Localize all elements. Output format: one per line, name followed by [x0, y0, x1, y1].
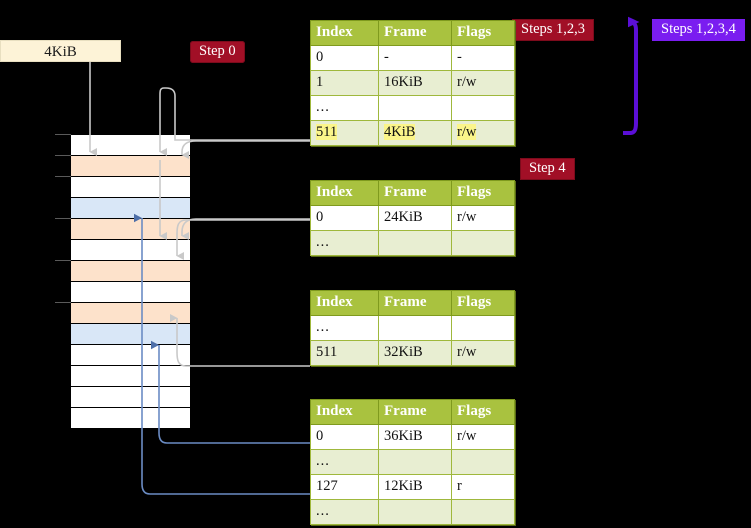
- memory-frame-row: [70, 176, 191, 198]
- table-cell: [378, 95, 452, 121]
- badge-steps-123: Steps 1,2,3: [512, 19, 595, 41]
- wire-l0-hook: [181, 140, 310, 159]
- memory-frame-row: [70, 344, 191, 366]
- table-row: ...: [310, 95, 515, 121]
- column-header: Index: [310, 20, 379, 46]
- column-header: Flags: [451, 180, 515, 206]
- memory-frame-row: [70, 365, 191, 387]
- table-cell: 24KiB: [378, 205, 452, 231]
- table-cell: 36KiB: [378, 424, 452, 450]
- wire-l2-to-memory: [170, 314, 310, 367]
- table-cell: -: [378, 45, 452, 71]
- column-header: Index: [310, 399, 379, 425]
- table-cell: [378, 230, 452, 256]
- memory-frame-tick: [55, 218, 71, 219]
- memory-frame-row: [70, 260, 191, 282]
- table-cell: 511: [310, 340, 379, 366]
- memory-frame-row: [70, 323, 191, 345]
- table-cell: [451, 449, 515, 475]
- wire-l1-to-memory: [181, 218, 310, 240]
- table-cell: 0: [310, 45, 379, 71]
- table-cell: 511: [310, 120, 379, 146]
- badge-steps-1234: Steps 1,2,3,4: [652, 19, 745, 41]
- table-cell: ...: [310, 499, 379, 525]
- table-cell: 32KiB: [378, 340, 452, 366]
- table-cell: 0: [310, 205, 379, 231]
- column-header: Index: [310, 180, 379, 206]
- table-cell: [378, 315, 452, 341]
- table-cell: ...: [310, 449, 379, 475]
- table-cell: r/w: [451, 205, 515, 231]
- memory-frame-row: [70, 386, 191, 408]
- table-cell: [451, 230, 515, 256]
- table-row: ...: [310, 499, 515, 525]
- table-cell: r/w: [451, 70, 515, 96]
- table-row: ...: [310, 315, 515, 341]
- memory-frame-row: [70, 407, 191, 429]
- column-header: Index: [310, 290, 379, 316]
- table-row: ...: [310, 449, 515, 475]
- table-cell: 127: [310, 474, 379, 500]
- column-header: Flags: [451, 20, 515, 46]
- steps-bracket-arrow: [623, 16, 640, 135]
- physical-memory-column: [55, 134, 191, 429]
- table-cell: [378, 449, 452, 475]
- memory-frame-tick: [55, 176, 71, 177]
- table-cell: 4KiB: [378, 120, 452, 146]
- table-cell: ...: [310, 230, 379, 256]
- table-cell: r: [451, 474, 515, 500]
- column-header: Frame: [378, 20, 452, 46]
- table-cell: r/w: [451, 120, 515, 146]
- table-cell: r/w: [451, 340, 515, 366]
- memory-frame-row: [70, 155, 191, 177]
- table-cell: -: [451, 45, 515, 71]
- table-cell: 0: [310, 424, 379, 450]
- table-cell: 1: [310, 70, 379, 96]
- column-header: Frame: [378, 399, 452, 425]
- memory-frame-row: [70, 302, 191, 324]
- table-cell: 12KiB: [378, 474, 452, 500]
- table-cell: ...: [310, 95, 379, 121]
- page-size-label: 4KiB: [0, 40, 121, 62]
- memory-frame-row: [70, 239, 191, 261]
- table-cell: [378, 499, 452, 525]
- memory-frame-tick: [55, 260, 71, 261]
- table-cell: [451, 95, 515, 121]
- badge-step-4: Step 4: [520, 158, 575, 180]
- table-cell: 16KiB: [378, 70, 452, 96]
- memory-frame-row: [70, 218, 191, 240]
- memory-frame-row: [70, 197, 191, 219]
- memory-frame-tick: [55, 134, 71, 135]
- table-cell: r/w: [451, 424, 515, 450]
- column-header: Flags: [451, 399, 515, 425]
- column-header: Frame: [378, 290, 452, 316]
- memory-frame-tick: [55, 302, 71, 303]
- memory-frame-tick: [55, 155, 71, 156]
- table-row: ...: [310, 230, 515, 256]
- memory-frame-row: [70, 281, 191, 303]
- badge-step-0: Step 0: [190, 41, 245, 63]
- table-cell: [451, 499, 515, 525]
- table-cell: ...: [310, 315, 379, 341]
- column-header: Frame: [378, 180, 452, 206]
- column-header: Flags: [451, 290, 515, 316]
- table-cell: [451, 315, 515, 341]
- table-row: 0--: [310, 45, 515, 71]
- memory-frame-row: [70, 134, 191, 156]
- wire-l1-hook-row7: [176, 219, 310, 260]
